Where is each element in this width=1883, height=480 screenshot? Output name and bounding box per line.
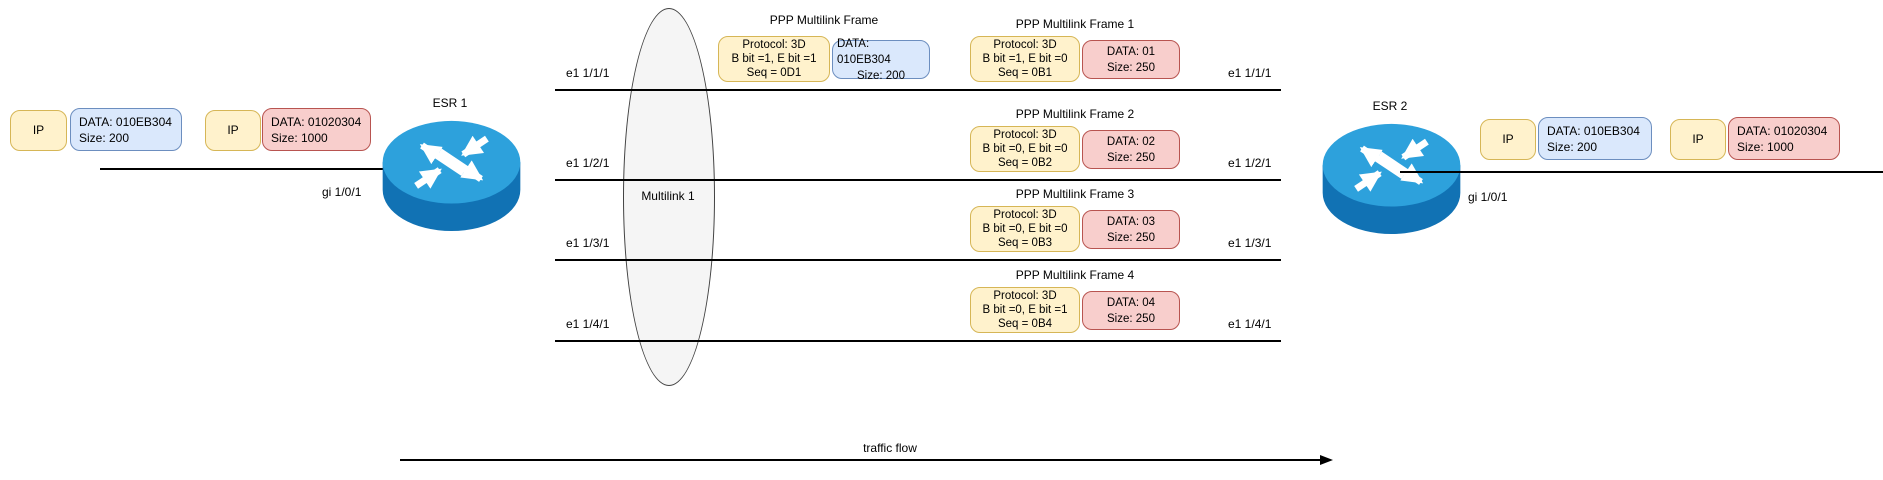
port-label-right: gi 1/0/1 — [1468, 190, 1508, 204]
data-line: DATA: 010EB304 — [1547, 123, 1640, 138]
frame-title: PPP Multilink Frame 4 — [1015, 268, 1135, 282]
e1-label-left-2: e1 1/2/1 — [566, 156, 610, 170]
seq-line: Seq = 0B1 — [997, 67, 1053, 79]
size-line: Size: 250 — [1107, 312, 1155, 325]
multilink-bundle-ellipse — [623, 8, 715, 386]
size-line: Size: 200 — [79, 130, 130, 145]
protocol-line: Protocol: 3D — [993, 290, 1057, 302]
frame-data-box: DATA: 03 Size: 250 — [1082, 210, 1180, 249]
data-line: DATA: 01020304 — [1737, 123, 1828, 138]
frame-header-box: Protocol: 3D B bit =0, E bit =1 Seq = 0B… — [970, 287, 1080, 333]
frame-title: PPP Multilink Frame — [769, 13, 879, 27]
frame-header-box: Protocol: 3D B bit =0, E bit =0 Seq = 0B… — [970, 206, 1080, 252]
ip-data-box: DATA: 01020304 Size: 1000 — [1728, 117, 1840, 160]
traffic-flow-label: traffic flow — [863, 441, 917, 455]
protocol-line: Protocol: 3D — [993, 129, 1057, 141]
e1-label-right-2: e1 1/2/1 — [1228, 156, 1272, 170]
data-line: DATA: 03 — [1106, 215, 1156, 228]
e1-link-4 — [555, 340, 1281, 342]
frame-header-box: Protocol: 3D B bit =1, E bit =0 Seq = 0B… — [970, 36, 1080, 82]
traffic-flow-arrowhead-icon — [1320, 454, 1333, 465]
e1-label-left-3: e1 1/3/1 — [566, 236, 610, 250]
bits-line: B bit =1, E bit =1 — [731, 53, 817, 65]
data-line: DATA: 01 — [1106, 45, 1156, 58]
frame-data-box: DATA: 010EB304 Size: 200 — [832, 38, 930, 82]
ip-header-box: IP — [10, 110, 67, 151]
seq-line: Seq = 0D1 — [746, 67, 802, 79]
e1-label-right-3: e1 1/3/1 — [1228, 236, 1272, 250]
frame-data-box: DATA: 01 Size: 250 — [1082, 40, 1180, 79]
multilink-label: Multilink 1 — [641, 189, 695, 203]
e1-link-1 — [555, 89, 1281, 91]
size-line: Size: 200 — [1547, 139, 1598, 154]
protocol-line: Protocol: 3D — [993, 39, 1057, 51]
frame-title: PPP Multilink Frame 3 — [1015, 187, 1135, 201]
e1-label-right-1: e1 1/1/1 — [1228, 66, 1272, 80]
size-line: Size: 1000 — [271, 130, 328, 145]
frame-title: PPP Multilink Frame 2 — [1015, 107, 1135, 121]
router-icon — [1320, 120, 1463, 238]
traffic-flow-line — [400, 459, 1322, 461]
protocol-line: Protocol: 3D — [742, 39, 806, 51]
e1-label-left-4: e1 1/4/1 — [566, 317, 610, 331]
ip-data-box: DATA: 010EB304 Size: 200 — [1538, 117, 1652, 160]
ip-header-box: IP — [1670, 119, 1726, 160]
data-line: DATA: 04 — [1106, 296, 1156, 309]
seq-line: Seq = 0B4 — [997, 318, 1053, 330]
ip-header-box: IP — [205, 110, 261, 151]
size-line: Size: 200 — [857, 69, 905, 82]
router-name-left: ESR 1 — [432, 96, 468, 110]
frame-header-box: Protocol: 3D B bit =1, E bit =1 Seq = 0D… — [718, 36, 830, 82]
ip-data-box: DATA: 01020304 Size: 1000 — [262, 108, 371, 151]
data-line: DATA: 010EB304 — [79, 114, 172, 129]
router-icon — [380, 117, 523, 235]
size-line: Size: 1000 — [1737, 139, 1794, 154]
data-line: DATA: 02 — [1106, 135, 1156, 148]
frame-data-box: DATA: 02 Size: 250 — [1082, 130, 1180, 169]
seq-line: Seq = 0B2 — [997, 157, 1053, 169]
router-name-right: ESR 2 — [1372, 99, 1408, 113]
size-line: Size: 250 — [1107, 61, 1155, 74]
e1-link-3 — [555, 259, 1281, 261]
bits-line: B bit =1, E bit =0 — [982, 53, 1068, 65]
seq-line: Seq = 0B3 — [997, 237, 1053, 249]
ip-header-box: IP — [1480, 119, 1536, 160]
data-line: DATA: 010EB304 — [837, 37, 891, 66]
data-line: DATA: 01020304 — [271, 114, 362, 129]
e1-link-2 — [555, 179, 1281, 181]
ip-data-box: DATA: 010EB304 Size: 200 — [70, 108, 182, 151]
bits-line: B bit =0, E bit =0 — [982, 223, 1068, 235]
size-line: Size: 250 — [1107, 151, 1155, 164]
e1-label-right-4: e1 1/4/1 — [1228, 317, 1272, 331]
bits-line: B bit =0, E bit =1 — [982, 304, 1068, 316]
frame-title: PPP Multilink Frame 1 — [1015, 17, 1135, 31]
port-label-left: gi 1/0/1 — [322, 185, 362, 199]
bits-line: B bit =0, E bit =0 — [982, 143, 1068, 155]
protocol-line: Protocol: 3D — [993, 209, 1057, 221]
size-line: Size: 250 — [1107, 231, 1155, 244]
access-link-right — [1400, 171, 1883, 173]
access-link-left — [100, 168, 430, 170]
frame-data-box: DATA: 04 Size: 250 — [1082, 291, 1180, 330]
e1-label-left-1: e1 1/1/1 — [566, 66, 610, 80]
frame-header-box: Protocol: 3D B bit =0, E bit =0 Seq = 0B… — [970, 126, 1080, 172]
